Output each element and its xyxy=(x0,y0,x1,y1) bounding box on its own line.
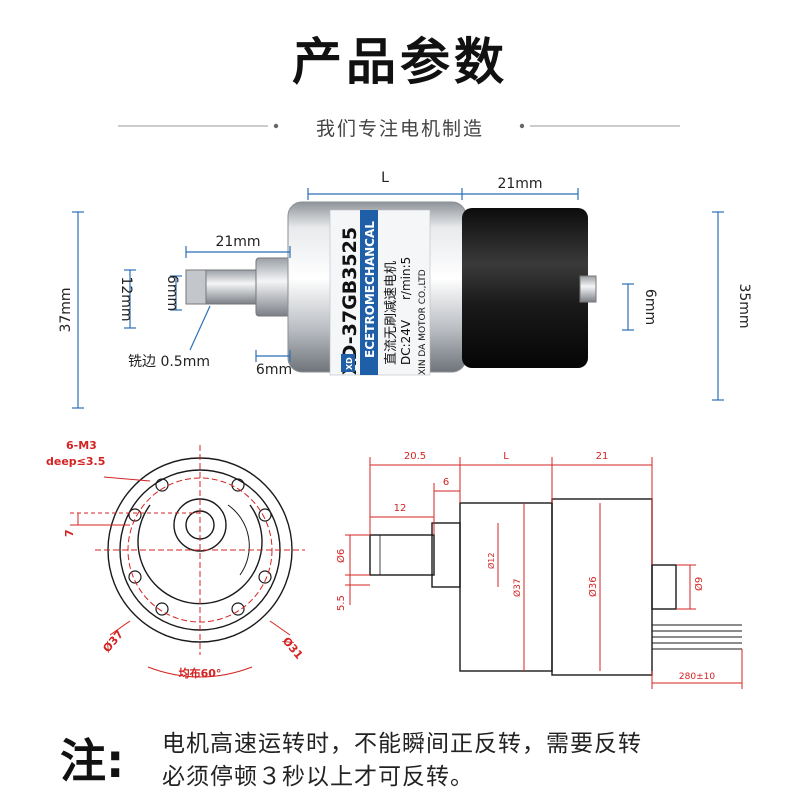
side-dia-rear: Ø9 xyxy=(693,577,705,591)
motor-photo: XD-37GB3525 ECETROMECHANCAL 直流无刷减速电机 DC:… xyxy=(58,170,752,409)
subtitle: 我们专注电机制造 xyxy=(315,118,484,140)
side-view xyxy=(369,498,742,676)
label-model: XD-37GB3525 xyxy=(339,227,361,375)
flat-label: 铣边 0.5mm xyxy=(128,354,210,370)
subtitle-decor xyxy=(118,123,680,129)
side-dia-shaft: Ø6 xyxy=(335,549,347,563)
label-type: 直流无刷减速电机 xyxy=(384,261,399,365)
dim-shaft-len: 21mm xyxy=(215,234,260,250)
product-label: XD-37GB3525 ECETROMECHANCAL 直流无刷减速电机 DC:… xyxy=(329,209,431,376)
dim-shaft-dia-outer: 12mm xyxy=(118,276,134,321)
label-dc: DC:24V xyxy=(399,319,413,365)
side-len-motor: 21 xyxy=(596,451,609,462)
note-line-2: 必须停顿３秒以上才可反转。 xyxy=(162,764,474,790)
shaft-boss xyxy=(255,257,291,317)
page-title: 产品参数 xyxy=(292,33,508,91)
label-rpm: r/min:5 xyxy=(399,257,413,300)
dim-height-right: 35mm xyxy=(736,283,752,328)
front-spacing: 均布60° xyxy=(179,666,222,680)
front-dia-pcd: Ø31 xyxy=(280,635,306,662)
label-logo: XD xyxy=(345,357,354,370)
holes-label: 6-M3 xyxy=(66,439,97,452)
side-len-L: L xyxy=(503,451,509,462)
technical-drawing: 6-M3 deep≤3.5 7 Ø37 Ø31 均布60° xyxy=(46,439,743,689)
side-dia-motor: Ø36 xyxy=(587,576,599,597)
rear-shaft xyxy=(579,275,597,303)
side-len-shaft: 20.5 xyxy=(404,451,426,462)
side-len-12: 12 xyxy=(394,503,407,514)
dim-flat-len: 6mm xyxy=(256,362,292,378)
label-brand: ECETROMECHANCAL xyxy=(363,221,377,358)
depth-label: deep≤3.5 xyxy=(46,455,105,468)
front-offset: 7 xyxy=(63,529,76,537)
side-len-flat: 6 xyxy=(443,477,449,488)
dim-shaft-dia: 6mm xyxy=(164,275,180,311)
dim-L: L xyxy=(381,170,389,186)
subtitle-row: 我们专注电机制造 xyxy=(0,114,800,142)
label-maker: XIN DA MOTOR CO.,LTD xyxy=(418,269,428,375)
dim-rear-shaft: 6mm xyxy=(642,289,658,325)
note-line-1: 电机高速运转时，不能瞬间正反转，需要反转 xyxy=(162,731,642,757)
front-dia-outer: Ø37 xyxy=(100,628,126,655)
side-flat-depth: 5.5 xyxy=(336,595,347,611)
side-dia-boss: Ø12 xyxy=(486,553,496,569)
motor-body xyxy=(462,208,588,368)
note-label: 注: xyxy=(60,734,125,788)
dim-motor-len: 21mm xyxy=(497,176,542,192)
side-lead-len: 280±10 xyxy=(679,672,715,682)
dim-height-left: 37mm xyxy=(58,287,74,332)
side-dia-gearbox: Ø37 xyxy=(512,578,523,597)
